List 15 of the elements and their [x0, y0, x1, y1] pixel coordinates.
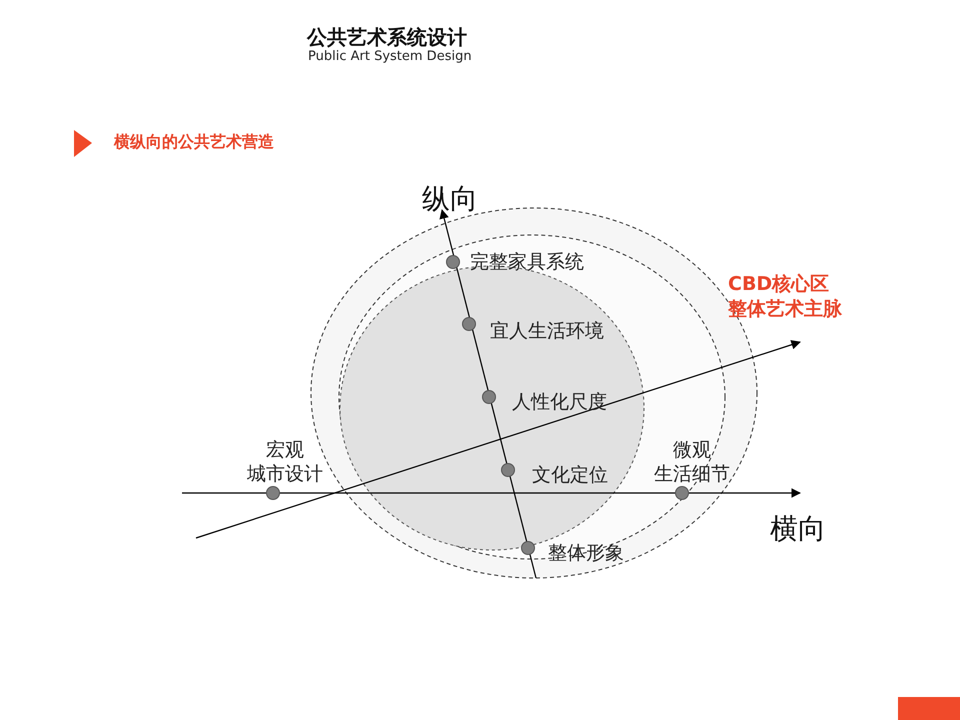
point-label: 生活细节	[654, 463, 730, 485]
title: 公共艺术系统设计	[307, 24, 467, 50]
point-label: 微观	[673, 439, 711, 461]
section-heading: 横纵向的公共艺术营造	[114, 132, 274, 153]
point-label: 宜人生活环境	[490, 320, 604, 342]
point-label: 文化定位	[532, 464, 608, 486]
subtitle: Public Art System Design	[308, 49, 472, 64]
point-label: 宏观	[266, 439, 304, 461]
point-label: 人性化尺度	[512, 391, 607, 413]
annotation-text: CBD核心区	[728, 272, 830, 297]
axis-label: 横向	[770, 511, 826, 547]
axis-label: 纵向	[422, 181, 478, 217]
point-label: 完整家具系统	[470, 251, 584, 273]
point-label: 城市设计	[247, 463, 323, 485]
annotation-text: 整体艺术主脉	[728, 297, 842, 322]
